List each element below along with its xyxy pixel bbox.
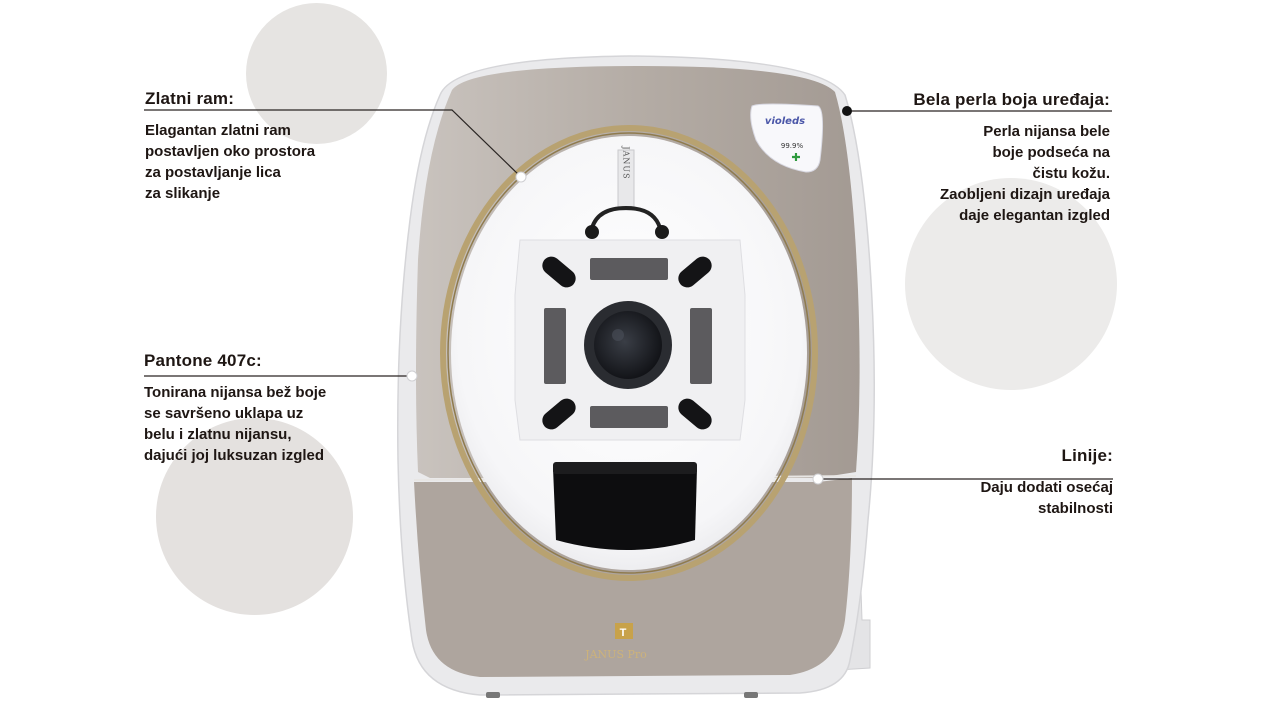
sticker-cross-icon: ✚ [791,152,800,164]
sticker-brand: violeds [765,116,805,127]
annotation-body: Tonirana nijansa bež boje se savršeno uk… [144,382,326,466]
decorative-circle-bottom-left [156,418,353,615]
annotation-line: postavljen oko prostora [145,143,316,160]
decorative-circle-top-left [246,3,387,144]
annotation-line: stabilnosti [1037,500,1113,517]
chin-rest [553,468,697,550]
marker-gold-frame [515,171,527,183]
light-strip-top [590,258,668,280]
post-label: JANUS [622,145,631,179]
annotation-line: Zaobljeni dizajn uređaja [939,186,1110,203]
annotation-line: dajući joj luksuzan izgled [144,447,325,464]
annotation-title: Bela perla boja uređaja: [913,90,1110,109]
head-rest-bar [590,205,662,229]
led-tl [542,256,576,288]
annotation-line: se savršeno uklapa uz [144,405,304,422]
brand-logo-icon [615,623,633,639]
annotation-line: Daju dodati osećaj [980,479,1113,496]
annotation-line: belu i zlatnu nijansu, [144,426,292,443]
annotation-body: Perla nijansa bele boje podseća na čistu… [860,121,1110,226]
annotation-line: Elagantan zlatni ram [145,122,291,139]
violeds-sticker [750,103,824,173]
annotation-line: čistu kožu. [1032,165,1110,182]
led-bl [542,398,576,430]
annotation-line: za slikanje [145,185,221,202]
annotation-line: za postavljanje lica [145,164,281,181]
led-tr [678,256,712,288]
annotation-pearl: Bela perla boja uređaja: Perla nijansa b… [860,90,1110,226]
annotation-title: Pantone 407c: [144,351,262,370]
decorative-circle-right [905,178,1117,390]
annotation-line: boje podseća na [992,144,1110,161]
annotation-title: Zlatni ram: [145,89,235,108]
annotation-body: Daju dodati osećaj stabilnosti [940,477,1113,519]
annotation-line: Perla nijansa bele [983,123,1110,140]
light-strip-right [690,308,712,384]
led-br [678,398,712,430]
light-strip-left [544,308,566,384]
gold-frame-ring [440,125,818,581]
annotation-lines: Linije: Daju dodati osećaj stabilnosti [940,446,1113,519]
sticker-percent: 99.9% [781,142,804,150]
annotation-line: daje elegantan izgled [959,207,1110,224]
annotation-body: Elagantan zlatni ram postavljen oko pros… [145,120,315,204]
marker-pantone [406,370,418,382]
marker-pearl [842,106,852,116]
light-strip-bottom [590,406,668,428]
annotation-title: Linije: [1061,446,1113,465]
annotation-line: Tonirana nijansa bež boje [144,384,327,401]
annotation-gold-frame: Zlatni ram: Elagantan zlatni ram postavl… [145,89,315,204]
leader-line-gold-frame [144,109,522,178]
brand-name: JANUS Pro [584,648,647,661]
marker-lines [812,473,824,485]
camera-lens [594,311,662,379]
svg-text:T: T [620,627,627,639]
annotation-pantone: Pantone 407c: Tonirana nijansa bež boje … [144,351,326,466]
